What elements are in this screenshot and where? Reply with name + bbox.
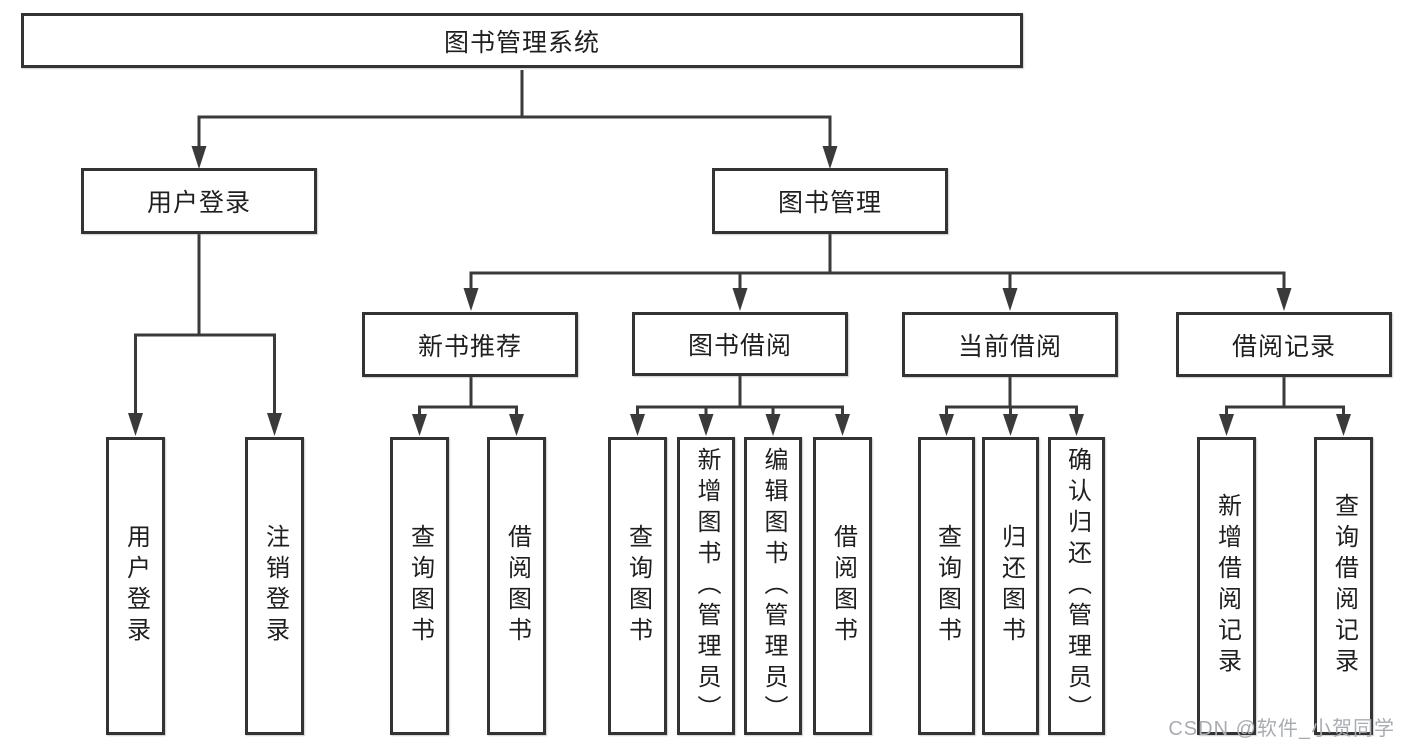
arrowhead <box>698 414 714 436</box>
arrowhead <box>1002 288 1018 311</box>
arrowhead <box>732 288 748 311</box>
leaf-user-login: 用户登录 <box>106 437 165 735</box>
node-label: 新增借阅记录 <box>1213 493 1241 679</box>
node-root-system: 图书管理系统 <box>21 13 1023 68</box>
node-label: 借阅记录 <box>1231 332 1336 361</box>
node-label: 图书借阅 <box>687 332 792 360</box>
leaf-query-book-current: 查询图书 <box>918 437 975 735</box>
node-book-management: 图书管理 <box>712 168 948 234</box>
arrowhead <box>630 414 645 436</box>
arrowhead <box>939 414 954 436</box>
connector-records-to-leaves <box>1225 377 1345 416</box>
arrowhead <box>1336 414 1351 436</box>
node-label: 当前借阅 <box>957 332 1062 361</box>
node-new-book-recommend: 新书推荐 <box>362 312 578 377</box>
arrowhead <box>822 146 838 169</box>
node-book-borrowing: 图书借阅 <box>632 312 848 376</box>
connector-newbook-to-leaves <box>418 377 518 416</box>
connector-current-to-leaves <box>945 377 1078 416</box>
leaf-logout: 注销登录 <box>245 437 304 735</box>
arrowhead <box>412 414 427 436</box>
connector-borrow-to-leaves <box>636 376 844 416</box>
node-label: 用户登录 <box>122 524 150 648</box>
node-label: 查询借阅记录 <box>1330 493 1358 679</box>
node-label: 编辑图书（管理员） <box>760 446 787 726</box>
node-label: 确认归还（管理员） <box>1063 446 1091 726</box>
node-label: 注销登录 <box>261 524 289 648</box>
leaf-query-book-borrowing: 查询图书 <box>608 437 667 735</box>
arrowhead <box>835 414 850 436</box>
leaf-edit-book-admin: 编辑图书（管理员） <box>744 437 802 735</box>
node-label: 图书管理系统 <box>443 28 600 57</box>
node-label: 图书管理 <box>777 189 882 217</box>
arrowhead <box>1069 414 1084 436</box>
node-label: 归还图书 <box>997 524 1025 648</box>
node-label: 查询图书 <box>406 524 434 648</box>
arrowhead <box>1276 288 1292 311</box>
leaf-return-book: 归还图书 <box>982 437 1039 735</box>
leaf-borrow-book-recommend: 借阅图书 <box>487 437 546 735</box>
arrowhead <box>191 146 207 169</box>
connector-userlogin-to-leaves <box>134 234 276 415</box>
arrowhead <box>128 413 143 436</box>
arrowhead <box>1003 414 1018 436</box>
arrowhead <box>463 288 479 311</box>
leaf-add-borrow-record: 新增借阅记录 <box>1197 437 1256 735</box>
watermark-text: CSDN @软件_小贺同学 <box>1168 718 1395 740</box>
arrowhead <box>509 414 524 436</box>
node-label: 新增图书（管理员） <box>693 446 720 726</box>
node-label: 查询图书 <box>933 524 961 648</box>
arrowhead <box>765 414 781 436</box>
node-user-login: 用户登录 <box>81 168 317 234</box>
node-current-borrowing: 当前借阅 <box>902 312 1118 377</box>
leaf-confirm-return-admin: 确认归还（管理员） <box>1048 437 1105 735</box>
connector-root-to-level2 <box>197 70 832 148</box>
arrowhead <box>1219 414 1234 436</box>
node-label: 新书推荐 <box>417 332 522 361</box>
node-borrowing-records: 借阅记录 <box>1176 312 1392 377</box>
leaf-query-borrow-record: 查询借阅记录 <box>1314 437 1373 735</box>
leaf-query-book-recommend: 查询图书 <box>390 437 449 735</box>
connector-bookmgmt-to-level3 <box>469 234 1286 290</box>
leaf-borrow-book: 借阅图书 <box>813 437 872 735</box>
leaf-add-book-admin: 新增图书（管理员） <box>677 437 735 735</box>
arrowhead <box>267 413 282 436</box>
node-label: 查询图书 <box>624 524 652 648</box>
node-label: 借阅图书 <box>829 524 857 648</box>
node-label: 借阅图书 <box>503 524 531 648</box>
node-label: 用户登录 <box>146 189 251 217</box>
